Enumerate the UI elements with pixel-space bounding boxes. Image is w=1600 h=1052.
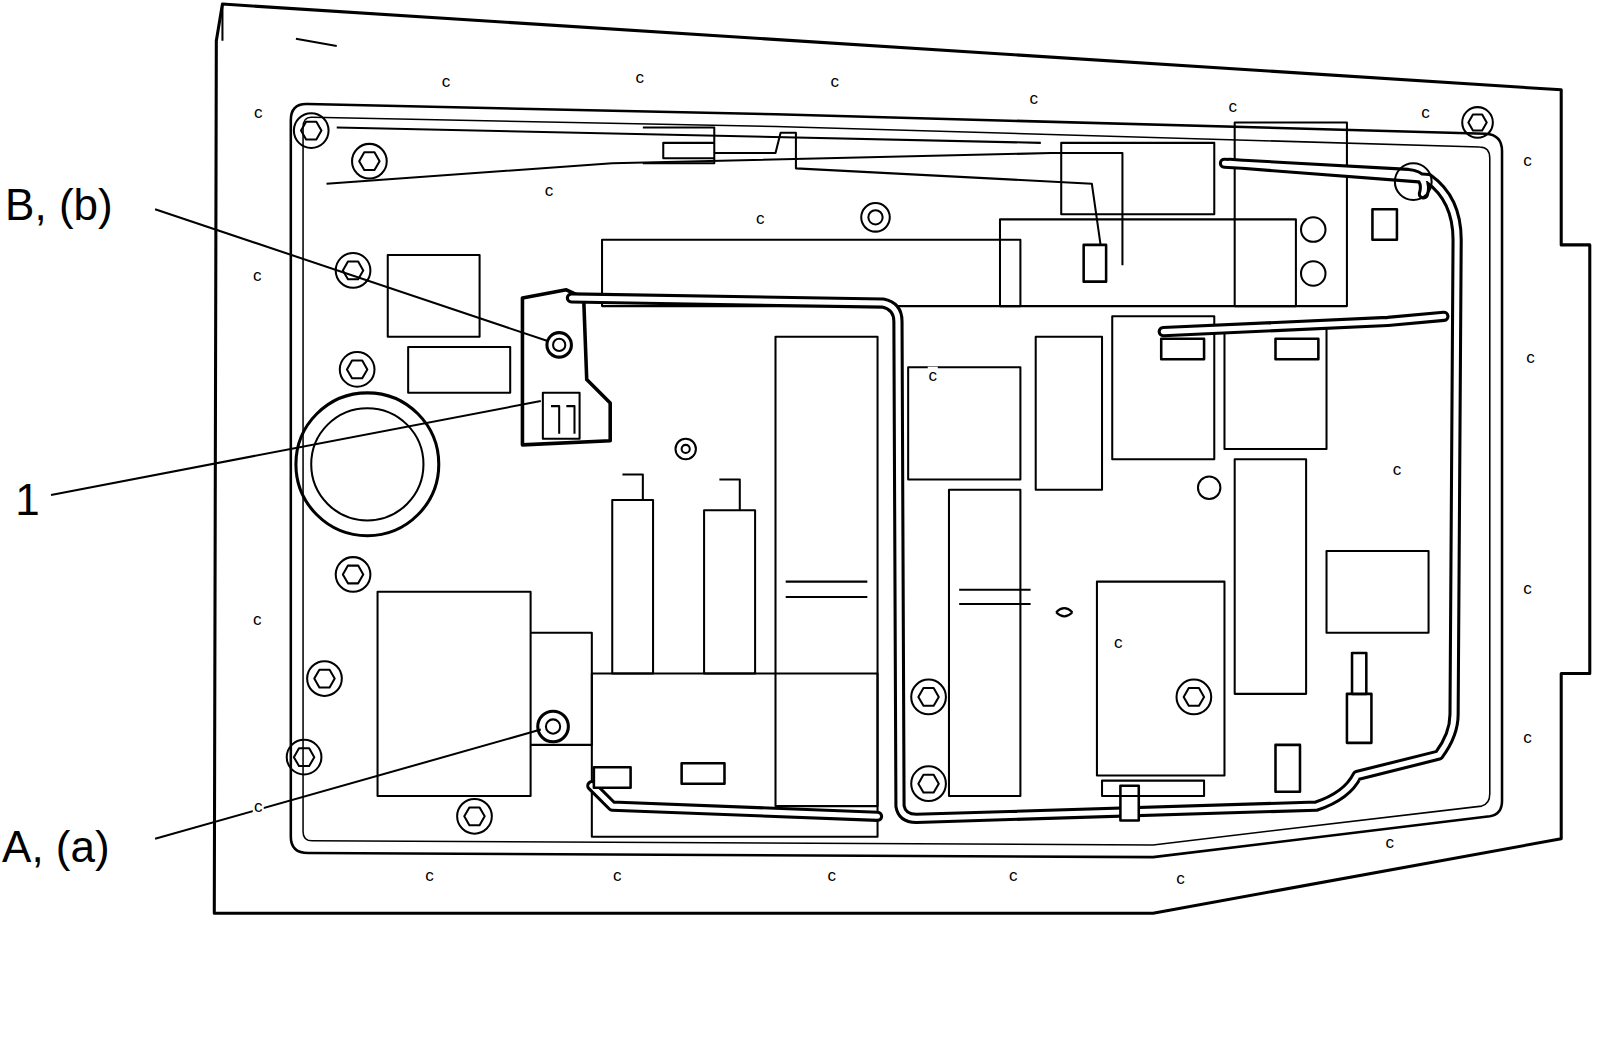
bolt-mark: c xyxy=(635,68,646,85)
bolt-mark: c xyxy=(826,866,837,883)
bolt-mark: c xyxy=(1175,869,1186,886)
bolt-mark: c xyxy=(253,798,264,815)
bolt-mark: c xyxy=(612,866,623,883)
bolt-mark: c xyxy=(1525,349,1536,366)
callout-label: 1 xyxy=(15,478,39,522)
bolt-mark: c xyxy=(1028,90,1039,107)
bolt-mark: c xyxy=(1008,866,1019,883)
bolt-mark: c xyxy=(1522,579,1533,596)
bolt-mark: c xyxy=(253,104,264,121)
bolt-mark: c xyxy=(252,266,263,283)
bolt-mark: c xyxy=(252,611,263,628)
bolt-mark: c xyxy=(1113,633,1124,650)
callout-label: B, (b) xyxy=(5,183,113,227)
callout-label: A, (a) xyxy=(2,825,110,869)
bolt-mark: c xyxy=(1227,98,1238,115)
bolt-mark: c xyxy=(441,72,452,89)
bolt-mark: c xyxy=(1522,728,1533,745)
bolt-mark: c xyxy=(1392,461,1403,478)
bolt-mark: c xyxy=(1522,152,1533,169)
bolt-mark: c xyxy=(829,72,840,89)
bolt-mark: c xyxy=(1385,833,1396,850)
bolt-mark: c xyxy=(424,866,435,883)
bolt-mark: c xyxy=(927,366,938,383)
bolt-mark: c xyxy=(544,181,555,198)
bolt-mark: c xyxy=(755,210,766,227)
bolt-mark: c xyxy=(1420,104,1431,121)
